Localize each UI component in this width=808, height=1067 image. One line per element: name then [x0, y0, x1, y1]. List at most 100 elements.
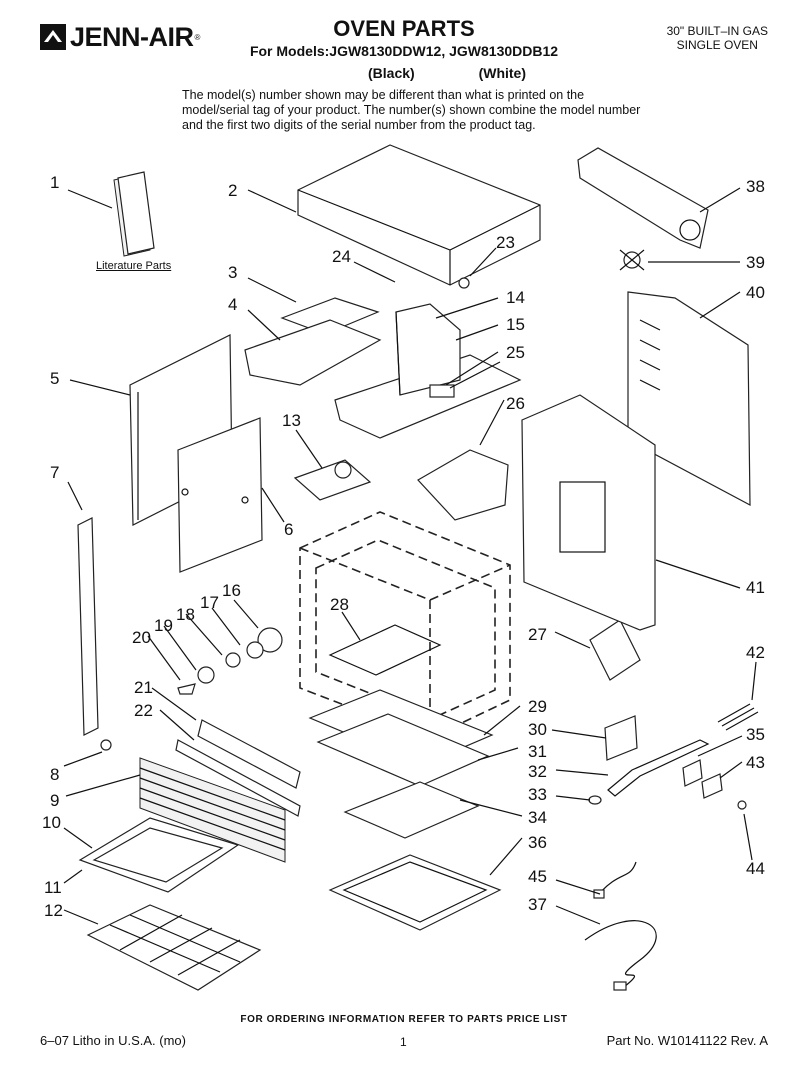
part-side-panel-6 [177, 417, 263, 573]
callout-27: 27 [528, 625, 547, 644]
callout-32: 32 [528, 762, 547, 781]
part-broil-pan [78, 817, 240, 893]
callout-35: 35 [746, 725, 765, 744]
leader-lines [63, 187, 757, 925]
part-element-28 [328, 624, 442, 676]
callout-28: 28 [330, 595, 349, 614]
callout-25: 25 [506, 343, 525, 362]
part-valve-43 [701, 773, 723, 799]
callout-6: 6 [284, 520, 293, 539]
oven-type-line2: SINGLE OVEN [676, 38, 758, 52]
callout-17: 17 [200, 593, 219, 612]
callout-18: 18 [176, 605, 195, 624]
part-front-panel-41 [521, 394, 656, 631]
callout-33: 33 [528, 785, 547, 804]
part-plate-4 [244, 319, 382, 386]
jenn-air-logo: JENN-AIR ® [40, 20, 200, 54]
callout-38: 38 [746, 177, 765, 196]
oven-type: 30" BUILT–IN GAS SINGLE OVEN [667, 24, 768, 52]
callout-3: 3 [228, 263, 237, 282]
callout-24: 24 [332, 247, 351, 266]
part-hinge-27 [589, 619, 641, 681]
part-literature [113, 171, 155, 257]
part-bracket-30 [604, 715, 638, 761]
part-top-cover [297, 144, 541, 286]
part-trim-strip-22 [175, 739, 301, 817]
color-black: (Black) [368, 65, 415, 81]
model-colors: (Black) (White) [368, 65, 586, 81]
part-rod-32 [607, 739, 710, 797]
part-screw-23 [458, 277, 470, 289]
model-notice: The model(s) number shown may be differe… [182, 88, 641, 132]
callout-numbers: 1 2 3 4 5 6 7 8 9 10 11 12 13 14 15 16 1… [42, 173, 765, 920]
part-sensor-assembly [177, 627, 283, 695]
callout-19: 19 [154, 616, 173, 635]
callout-44: 44 [746, 859, 765, 878]
callout-22: 22 [134, 701, 153, 720]
callout-30: 30 [528, 720, 547, 739]
part-power-cord-37 [584, 920, 657, 991]
part-igniter-13 [293, 459, 372, 501]
callout-34: 34 [528, 808, 547, 827]
part-bracket-35 [682, 759, 703, 787]
callout-40: 40 [746, 283, 765, 302]
part-harness-45 [593, 861, 637, 899]
callout-21: 21 [134, 678, 153, 697]
callout-15: 15 [506, 315, 525, 334]
part-duct-26 [417, 449, 509, 521]
callout-5: 5 [50, 369, 59, 388]
callout-12: 12 [44, 901, 63, 920]
jenn-air-emblem-icon [40, 24, 66, 50]
color-white: (White) [478, 65, 527, 81]
callout-26: 26 [506, 394, 525, 413]
callout-39: 39 [746, 253, 765, 272]
part-rack-12 [86, 904, 262, 991]
callout-11: 11 [44, 878, 62, 897]
callout-16: 16 [222, 581, 241, 600]
callout-1: 1 [50, 173, 59, 192]
callout-45: 45 [528, 867, 547, 886]
part-fan-39 [619, 249, 645, 271]
part-screw-8 [100, 739, 112, 751]
callout-41: 41 [746, 578, 765, 597]
part-back-panel-40 [627, 291, 751, 507]
callout-4: 4 [228, 295, 237, 314]
part-trim-strip-21 [197, 719, 301, 789]
callout-23: 23 [496, 233, 515, 252]
part-rail-7 [77, 517, 99, 736]
part-orifice-33 [588, 795, 602, 805]
oven-type-line1: 30" BUILT–IN GAS [666, 24, 768, 38]
page-number: 1 [400, 1035, 407, 1049]
callout-31: 31 [528, 742, 547, 761]
callout-29: 29 [528, 697, 547, 716]
callout-37: 37 [528, 895, 547, 914]
callout-8: 8 [50, 765, 59, 784]
part-control-box [395, 303, 461, 396]
part-spring-42 [717, 703, 759, 731]
callout-13: 13 [282, 411, 301, 430]
callout-36: 36 [528, 833, 547, 852]
logo-reg-mark: ® [194, 32, 201, 42]
callout-42: 42 [746, 643, 765, 662]
callout-2: 2 [228, 181, 237, 200]
callout-10: 10 [42, 813, 61, 832]
page-title: OVEN PARTS [333, 16, 475, 41]
part-number: Part No. W10141122 Rev. A [606, 1033, 768, 1048]
callout-43: 43 [746, 753, 765, 772]
model-numbers: For Models:JGW8130DDW12, JGW8130DDB12 [249, 43, 559, 59]
part-bracket-38 [577, 147, 709, 249]
literature-parts-label: Literature Parts [96, 260, 172, 272]
part-terminal-25 [429, 384, 455, 398]
logo-text: JENN-AIR [70, 21, 194, 52]
callout-14: 14 [506, 288, 525, 307]
callout-7: 7 [50, 463, 59, 482]
callout-20: 20 [132, 628, 151, 647]
part-vent-9 [139, 757, 286, 863]
part-burner-trays [308, 689, 494, 839]
part-drawer-36 [328, 854, 502, 931]
ordering-note: FOR ORDERING INFORMATION REFER TO PARTS … [240, 1014, 568, 1025]
litho-info: 6–07 Litho in U.S.A. (mo) [40, 1033, 186, 1048]
part-screw-44 [737, 800, 747, 810]
callout-9: 9 [50, 791, 59, 810]
